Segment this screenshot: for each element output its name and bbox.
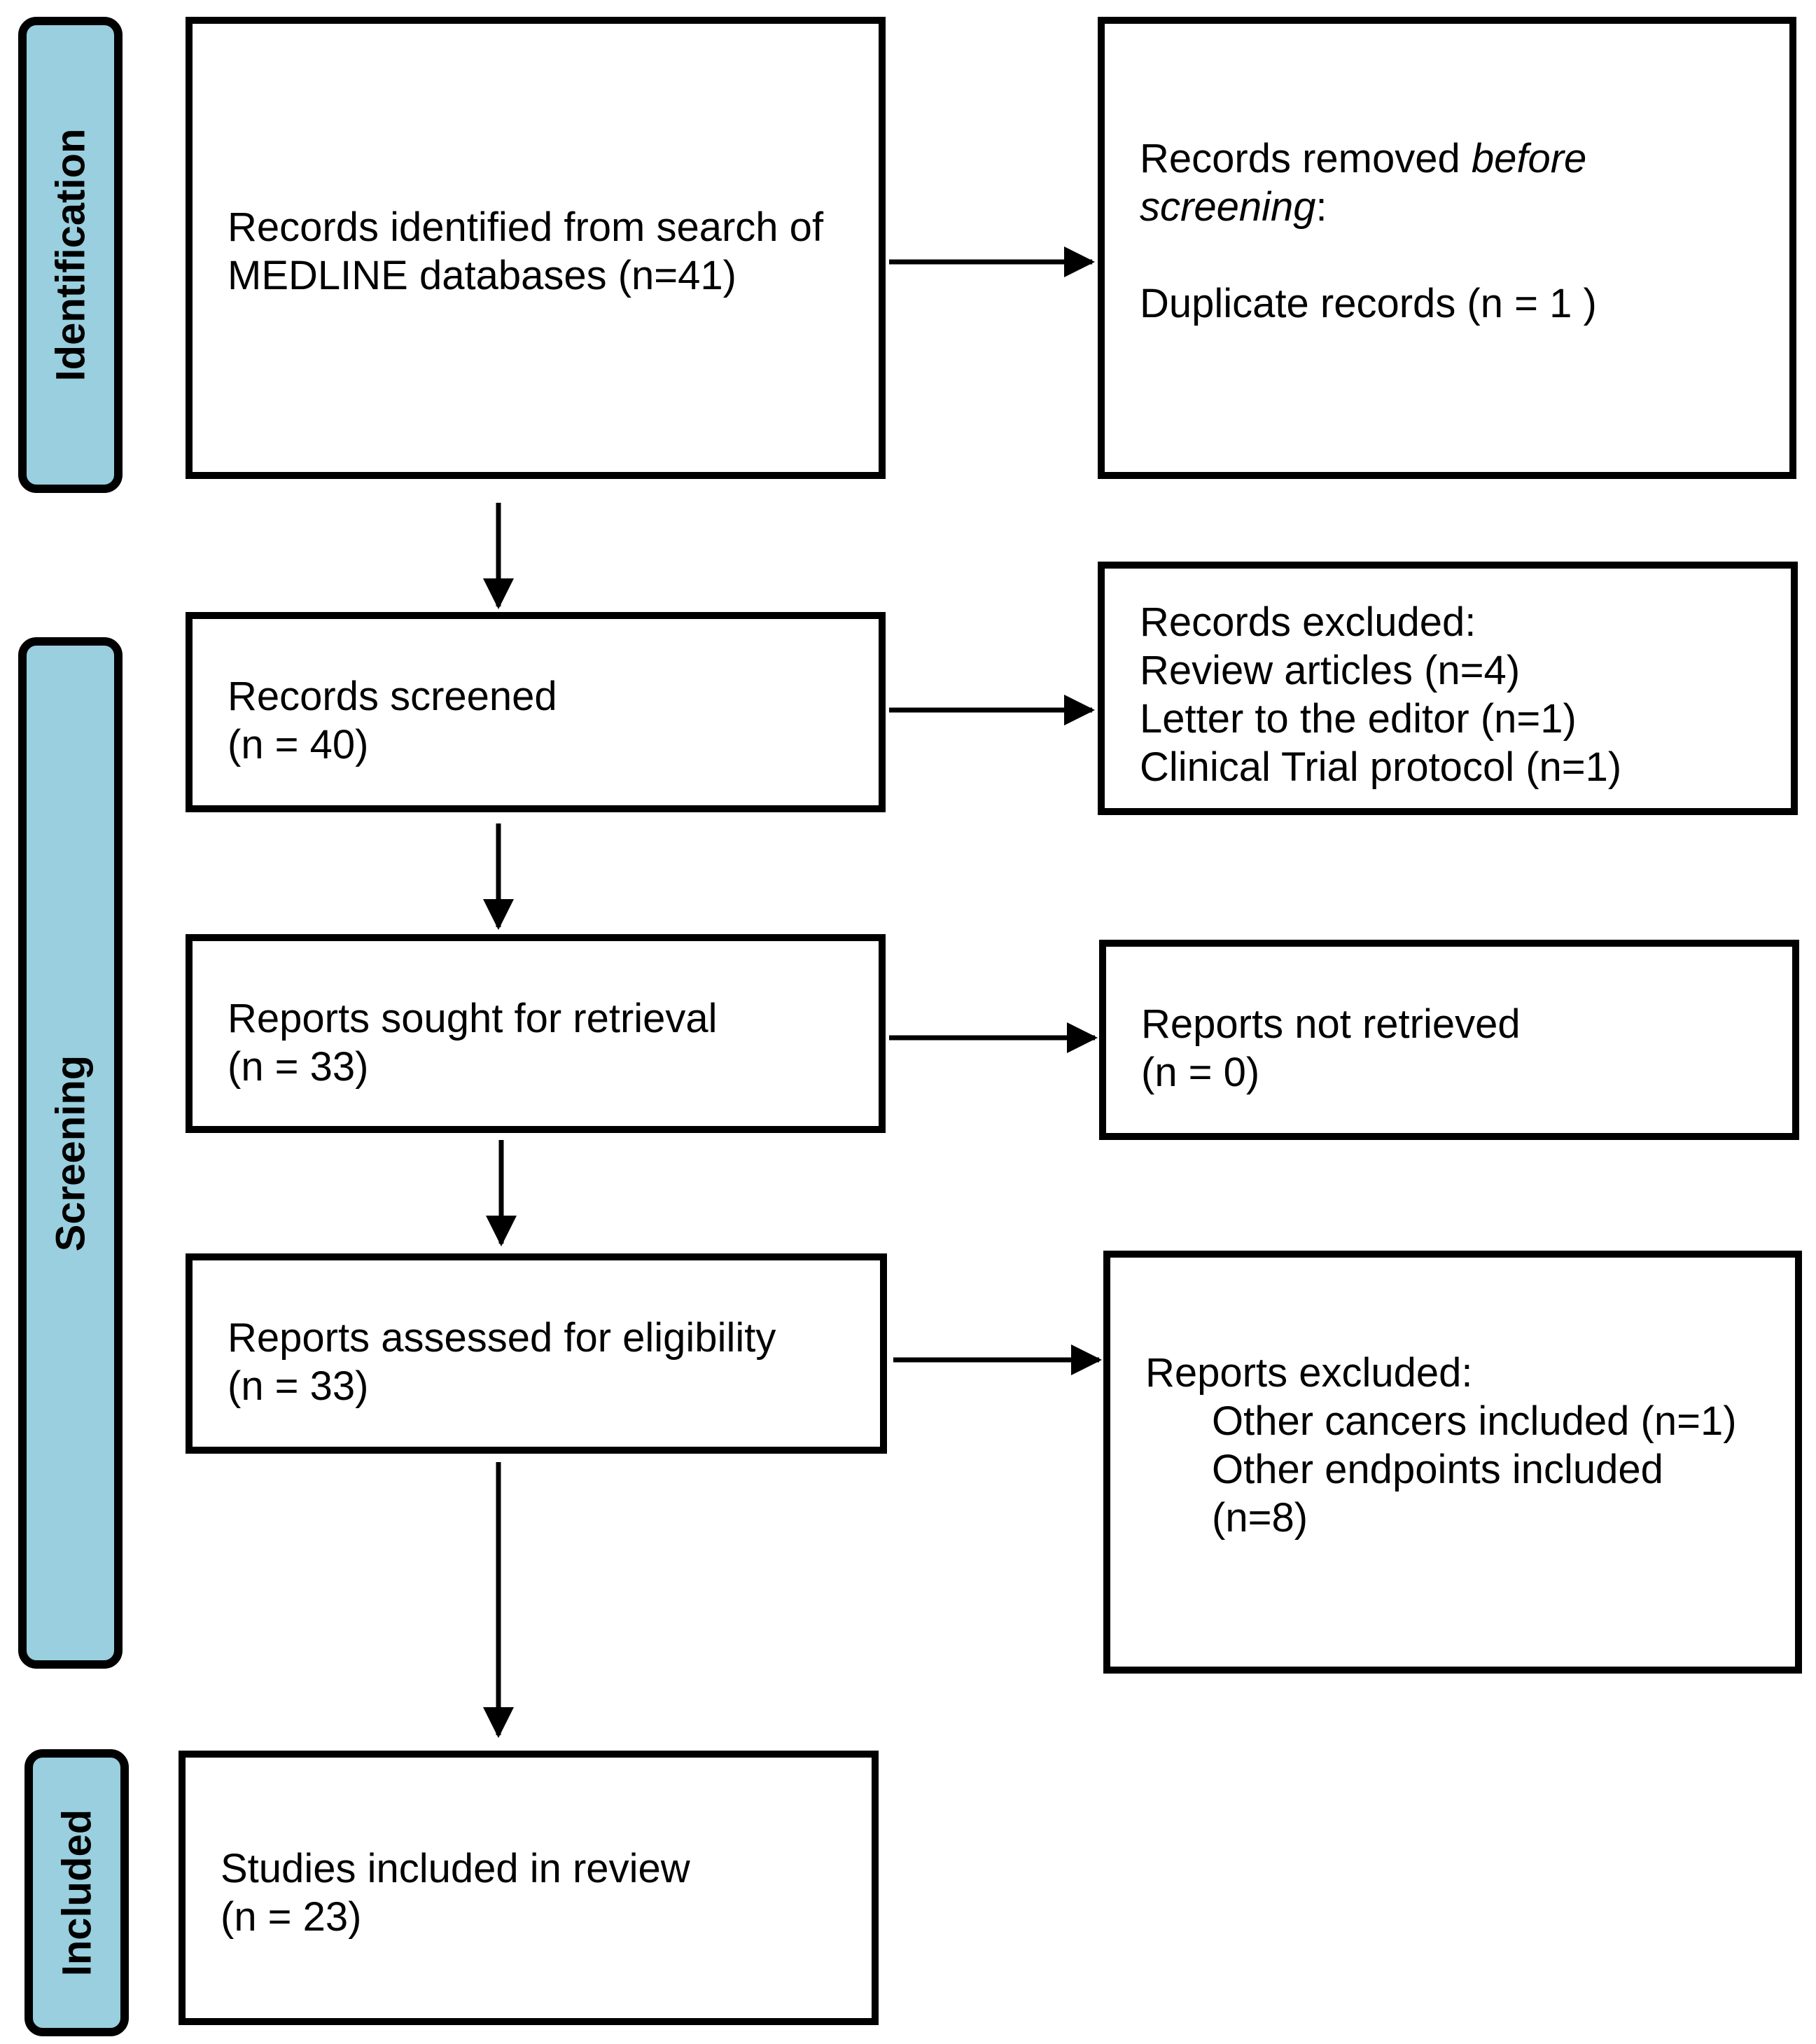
records-screened-count: (n = 40) xyxy=(228,722,369,767)
records-excluded-box: Records excluded: Review articles (n=4) … xyxy=(1098,562,1798,815)
studies-included-line-1: Studies included in review xyxy=(221,1846,690,1891)
reports-not-retrieved-box: Reports not retrieved (n = 0) xyxy=(1099,940,1799,1140)
records-removed-title-line-2: screening: xyxy=(1140,183,1775,231)
reports-excluded-item-3: (n=8) xyxy=(1212,1495,1308,1541)
records-removed-title-prefix: Records removed xyxy=(1140,136,1472,181)
records-removed-title-line-2-suffix: : xyxy=(1315,184,1327,230)
phase-included: Included xyxy=(25,1749,129,2036)
records-removed-box: Records removed before screening: Duplic… xyxy=(1098,17,1796,479)
reports-assessed-line-1: Reports assessed for eligibility xyxy=(228,1315,776,1361)
reports-not-retrieved-count: (n = 0) xyxy=(1141,1050,1260,1095)
phase-identification: Identification xyxy=(18,17,123,493)
records-identified-line-2: MEDLINE databases (n=41) xyxy=(228,253,736,298)
reports-excluded-item-1: Other cancers included (n=1) xyxy=(1212,1398,1737,1444)
records-excluded-item-3: Clinical Trial protocol (n=1) xyxy=(1140,744,1622,790)
records-removed-title-italic: before xyxy=(1471,136,1587,181)
studies-included-count: (n = 23) xyxy=(221,1894,362,1940)
reports-assessed-box: Reports assessed for eligibility (n = 33… xyxy=(186,1253,887,1454)
records-screened-line-1: Records screened xyxy=(228,674,557,719)
reports-assessed-count: (n = 33) xyxy=(228,1363,369,1409)
reports-sought-line-1: Reports sought for retrieval xyxy=(228,996,718,1041)
records-removed-title-line-2-italic: screening xyxy=(1140,184,1316,230)
records-removed-detail: Duplicate records (n = 1 ) xyxy=(1140,281,1597,326)
records-identified-line-1: Records identified from search of xyxy=(228,204,824,250)
records-excluded-item-2: Letter to the editor (n=1) xyxy=(1140,696,1577,742)
reports-excluded-item-2: Other endpoints included xyxy=(1212,1447,1663,1492)
records-screened-box: Records screened (n = 40) xyxy=(186,612,886,812)
studies-included-box: Studies included in review (n = 23) xyxy=(179,1751,879,2025)
reports-excluded-title: Reports excluded: xyxy=(1145,1350,1473,1396)
records-identified-box: Records identified from search of MEDLIN… xyxy=(186,17,886,479)
reports-excluded-box: Reports excluded: Other cancers included… xyxy=(1103,1251,1802,1674)
phase-screening: Screening xyxy=(18,637,123,1669)
reports-not-retrieved-line-1: Reports not retrieved xyxy=(1141,1001,1521,1047)
reports-sought-box: Reports sought for retrieval (n = 33) xyxy=(186,934,886,1133)
reports-sought-count: (n = 33) xyxy=(228,1044,369,1090)
records-excluded-title: Records excluded: xyxy=(1140,599,1476,645)
records-removed-title: Records removed before xyxy=(1140,134,1775,183)
records-excluded-item-1: Review articles (n=4) xyxy=(1140,648,1521,693)
